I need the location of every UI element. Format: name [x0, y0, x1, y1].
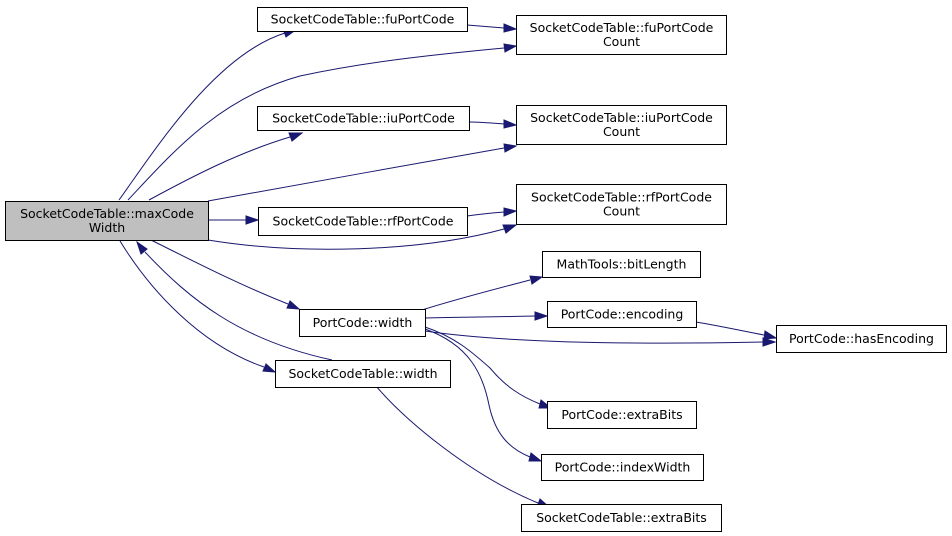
- edge-maxcodewidth-to-rfportcodecount: [207, 228, 505, 250]
- node-box: [257, 7, 468, 32]
- node-box: [776, 325, 947, 353]
- node-fu-port-code[interactable]: SocketCodeTable::fuPortCode: [257, 7, 468, 32]
- edge-fuportcode-to-fuportcodecount: [466, 24, 505, 29]
- node-box: [547, 401, 697, 429]
- edges-layer: [118, 23, 778, 508]
- node-box: [516, 15, 727, 55]
- node-label: PortCode::extraBits: [561, 407, 682, 422]
- node-label: SocketCodeTable::rfPortCode: [273, 214, 454, 229]
- node-box: [258, 207, 468, 236]
- node-rf-port-code[interactable]: SocketCodeTable::rfPortCode: [258, 207, 468, 236]
- edge-portcodewidth-to-hasencoding: [424, 330, 764, 344]
- arrowhead: [529, 275, 544, 285]
- edge-portcodewidth-to-bitlength: [421, 279, 531, 311]
- node-label: Width: [89, 220, 125, 235]
- node-has-encoding[interactable]: PortCode::hasEncoding: [776, 325, 947, 353]
- node-iu-port-code[interactable]: SocketCodeTable::iuPortCode: [257, 106, 470, 131]
- edge-maxcodewidth-to-fuportcodecount: [127, 47, 505, 201]
- edge-socketwidth-to-socketextrabits: [375, 385, 539, 504]
- arrowhead: [286, 300, 301, 310]
- arrowhead: [288, 132, 304, 142]
- node-port-code-width[interactable]: PortCode::width: [299, 309, 426, 337]
- arrowhead: [534, 311, 549, 321]
- node-box: [541, 454, 704, 481]
- edge-portcodewidth-to-encoding: [424, 315, 536, 319]
- node-encoding[interactable]: PortCode::encoding: [547, 301, 697, 328]
- node-label: SocketCodeTable::extraBits: [536, 510, 707, 525]
- edge-portcodewidth-to-extrabits: [424, 326, 541, 405]
- node-label: SocketCodeTable::fuPortCode: [530, 20, 714, 35]
- arrowhead: [763, 330, 778, 340]
- arrowhead: [262, 363, 277, 373]
- node-box: [516, 105, 727, 145]
- node-socket-extra-bits[interactable]: SocketCodeTable::extraBits: [521, 504, 722, 532]
- node-box: [547, 301, 697, 328]
- node-label: SocketCodeTable::rfPortCode: [531, 190, 712, 205]
- node-label: Count: [603, 124, 640, 139]
- node-index-width[interactable]: PortCode::indexWidth: [541, 454, 704, 481]
- edge-rfportcode-to-rfportcodecount: [466, 211, 505, 217]
- edge-portcodewidth-to-indexwidth: [424, 328, 531, 458]
- edge-maxcodewidth-to-portcodewidth: [150, 239, 289, 305]
- node-label: PortCode::width: [313, 315, 413, 330]
- arrowhead: [503, 43, 518, 53]
- edge-maxcodewidth-to-socketwidth: [119, 240, 265, 368]
- node-bit-length[interactable]: MathTools::bitLength: [542, 251, 701, 278]
- node-socket-width[interactable]: SocketCodeTable::width: [275, 360, 451, 388]
- arrowhead: [762, 337, 777, 347]
- edge-encoding-to-hasencoding: [695, 321, 765, 336]
- edge-maxcodewidth-to-iuportcode: [148, 136, 291, 201]
- node-label: PortCode::indexWidth: [555, 460, 691, 475]
- edge-socketwidth-to-maxcodewidth: [144, 251, 333, 361]
- node-label: Count: [603, 204, 640, 219]
- arrowhead: [503, 23, 518, 33]
- node-label: SocketCodeTable::width: [288, 366, 437, 381]
- nodes-layer: SocketCodeTable::maxCodeWidthSocketCodeT…: [5, 7, 947, 532]
- node-label: SocketCodeTable::maxCode: [20, 206, 194, 221]
- node-box: [5, 201, 209, 241]
- node-label: PortCode::encoding: [561, 307, 684, 322]
- node-box: [257, 106, 470, 131]
- node-extra-bits[interactable]: PortCode::extraBits: [547, 401, 697, 429]
- node-label: SocketCodeTable::fuPortCode: [271, 12, 455, 27]
- arrowhead: [136, 240, 148, 255]
- arrowhead: [503, 207, 518, 217]
- node-label: MathTools::bitLength: [557, 257, 687, 272]
- node-label: SocketCodeTable::iuPortCode: [272, 111, 455, 126]
- arrowhead: [528, 452, 543, 462]
- node-box: [299, 309, 426, 337]
- node-label: Count: [603, 34, 640, 49]
- node-box: [275, 360, 451, 388]
- arrowhead: [503, 143, 518, 153]
- node-box: [542, 251, 701, 278]
- node-box: [521, 504, 722, 532]
- node-box: [516, 184, 727, 225]
- arrowhead: [245, 215, 260, 225]
- edge-maxcodewidth-to-iuportcodecount: [207, 147, 505, 202]
- edge-iuportcode-to-iuportcodecount: [468, 121, 505, 125]
- arrowhead: [502, 224, 518, 234]
- node-label: PortCode::hasEncoding: [789, 331, 934, 346]
- edge-maxcodewidth-to-fuportcode: [118, 32, 286, 201]
- node-label: SocketCodeTable::iuPortCode: [530, 110, 713, 125]
- arrowhead: [503, 119, 518, 129]
